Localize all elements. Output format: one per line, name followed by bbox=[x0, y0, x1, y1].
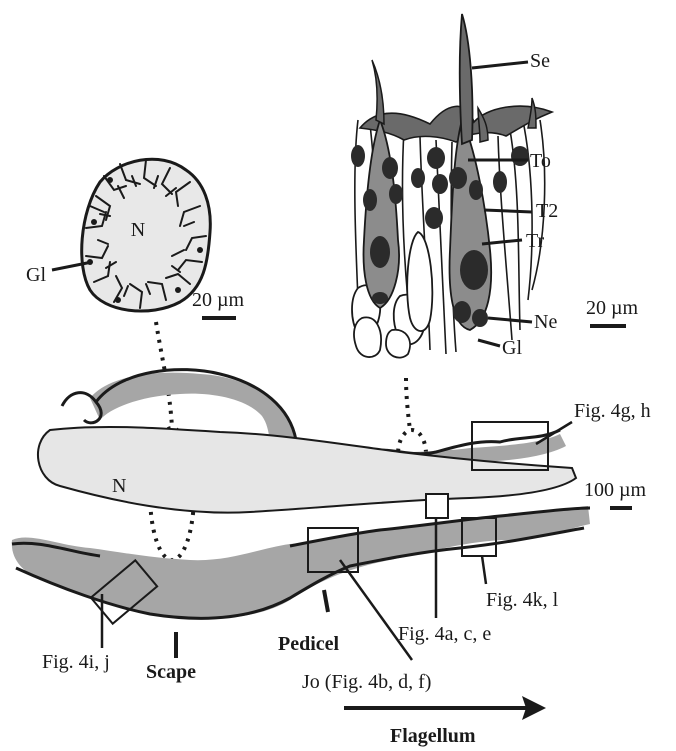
fig-4g-h-label: Fig. 4g, h bbox=[574, 400, 651, 422]
antenna-section: N Fig. 4g, h 100 µm Fig. 4k, l Fig. 4a, … bbox=[12, 370, 651, 747]
fig-4k-l-label: Fig. 4k, l bbox=[486, 589, 559, 611]
sensillum-scale-label: 20 µm bbox=[586, 297, 639, 319]
fig-4a-c-e-label: Fig. 4a, c, e bbox=[398, 623, 491, 645]
nerve-section-label: N bbox=[131, 219, 145, 241]
seta bbox=[460, 14, 473, 144]
pedicel-label: Pedicel bbox=[278, 633, 340, 655]
nerve-cross-section: N Gl 20 µm bbox=[26, 159, 245, 318]
trichogen-label: Tr bbox=[526, 230, 545, 252]
tormogen-label: To bbox=[530, 150, 551, 172]
scape-label: Scape bbox=[146, 661, 196, 683]
flagellum-label: Flagellum bbox=[390, 725, 476, 747]
cuticle-socket bbox=[360, 106, 552, 142]
fig-4a-box bbox=[426, 494, 448, 518]
t2-label: T2 bbox=[536, 200, 558, 222]
neuron-label: Ne bbox=[534, 311, 557, 333]
fig-4i-j-label: Fig. 4i, j bbox=[42, 651, 110, 673]
antennal-nerve-label: N bbox=[112, 475, 126, 497]
johnston-organ-label: Jo (Fig. 4b, d, f) bbox=[302, 671, 431, 693]
nerve-section-scale-label: 20 µm bbox=[192, 289, 245, 311]
sensillum-glia-label: Gl bbox=[502, 337, 522, 359]
setae-label: Se bbox=[530, 50, 550, 72]
glia-label: Gl bbox=[26, 264, 46, 286]
antenna-scale-label: 100 µm bbox=[584, 479, 647, 501]
sensillum-detail: Se To T2 Tr Ne Gl 20 µm bbox=[351, 14, 639, 359]
